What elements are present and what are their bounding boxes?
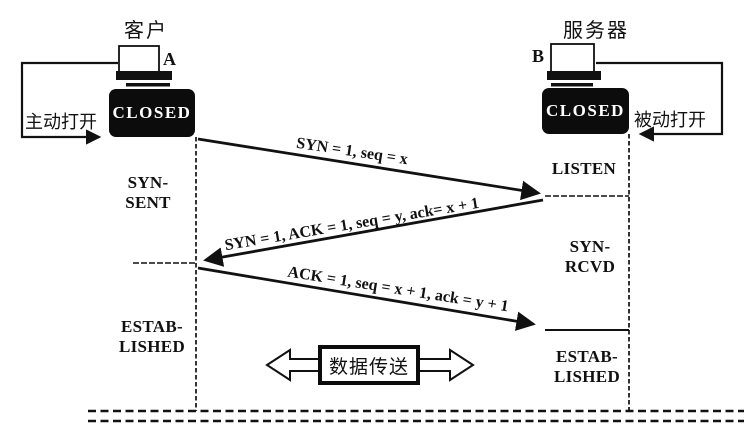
server-role-label: 服务器 bbox=[563, 20, 629, 42]
server-computer-icon bbox=[547, 43, 601, 87]
server-syn-rcvd-state-label: SYN- RCVD bbox=[564, 237, 616, 276]
hollow-arrow-right-icon bbox=[417, 348, 475, 382]
hollow-arrow-left-icon bbox=[265, 348, 321, 382]
server-host-label: B bbox=[532, 46, 545, 66]
data-transfer-box: 数据传送 bbox=[318, 345, 420, 385]
server-listen-state-label: LISTEN bbox=[551, 159, 617, 178]
client-computer-icon bbox=[116, 45, 172, 87]
server-closed-state-box: CLOSED bbox=[542, 88, 629, 134]
client-syn-sent-state-label: SYN- SENT bbox=[125, 173, 171, 212]
client-role-label: 客户 bbox=[124, 20, 168, 42]
active-open-arrow bbox=[20, 61, 118, 145]
client-closed-state-box: CLOSED bbox=[109, 89, 195, 137]
active-open-label: 主动打开 bbox=[25, 112, 97, 132]
client-established-state-label: ESTAB- LISHED bbox=[118, 317, 186, 356]
passive-open-arrow bbox=[596, 61, 724, 142]
client-host-label: A bbox=[163, 49, 176, 69]
client-closed-state-label: CLOSED bbox=[112, 103, 192, 122]
passive-open-label: 被动打开 bbox=[634, 110, 706, 130]
server-established-state-label: ESTAB- LISHED bbox=[553, 347, 621, 386]
synack-message-arrow bbox=[203, 198, 544, 267]
syn-message-arrow bbox=[197, 137, 541, 201]
ack-message-arrow bbox=[197, 266, 536, 331]
data-transfer-label: 数据传送 bbox=[328, 356, 409, 378]
server-closed-state-label: CLOSED bbox=[546, 101, 625, 120]
